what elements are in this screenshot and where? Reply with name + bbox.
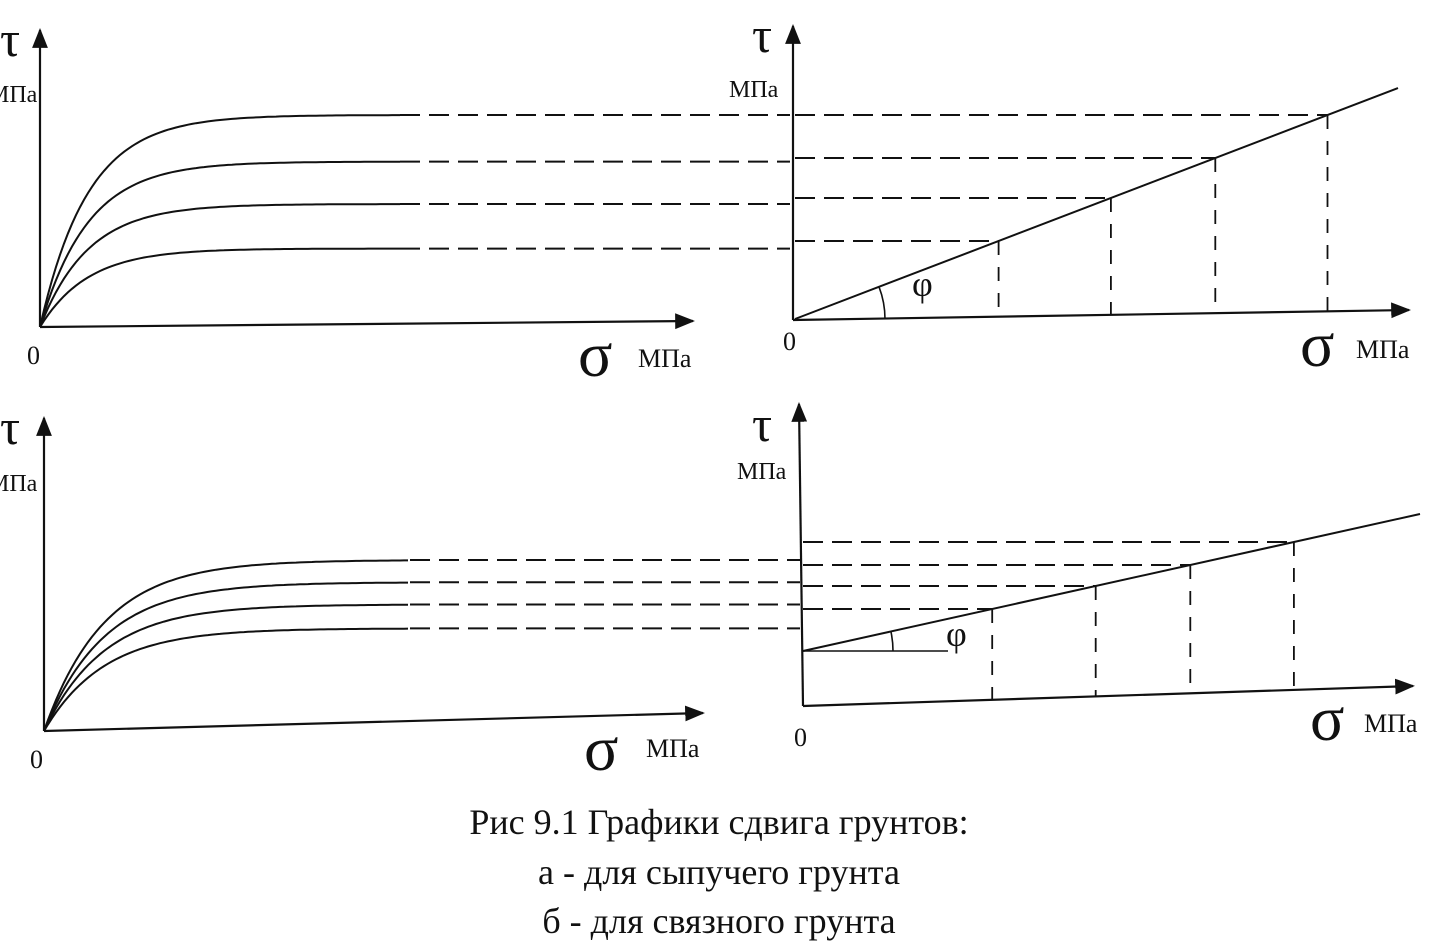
- origin-label: 0: [794, 723, 807, 752]
- envelope-line: [794, 87, 1399, 320]
- tau-unit-label: МПа: [737, 459, 787, 485]
- tau-axis: [791, 402, 808, 707]
- shear-curve-4: [43, 627, 409, 732]
- shear-curve-1: [43, 559, 408, 732]
- sigma-axis: [792, 302, 1411, 322]
- shear-envelope: [794, 87, 1399, 320]
- friction-angle-arc: [890, 631, 894, 652]
- tau-unit-label: МПа: [0, 82, 38, 108]
- sigma-symbol: σ: [584, 713, 619, 784]
- origin-label: 0: [30, 745, 43, 774]
- sigma-unit-label: МПа: [1364, 709, 1418, 738]
- shear-curve-1: [39, 114, 400, 328]
- tau-symbol: τ: [752, 7, 772, 63]
- shear-curve-4: [39, 247, 400, 328]
- sigma-symbol: σ: [1300, 309, 1335, 380]
- sigma-unit-label: МПа: [1356, 335, 1410, 364]
- shear-envelope: [802, 513, 1421, 700]
- panel-b-cohesive-soil-curves: τ МПа 0 σ МПа: [0, 399, 800, 784]
- friction-angle-arc: [878, 286, 886, 320]
- origin-label: 0: [783, 327, 796, 356]
- sigma-symbol: σ: [1310, 683, 1345, 754]
- sigma-axis: [39, 313, 695, 330]
- tau-symbol: τ: [752, 396, 772, 452]
- shear-curve-3: [43, 603, 408, 732]
- horizontal-dashed-guides: [400, 114, 790, 250]
- tau-symbol: τ: [0, 399, 20, 455]
- tau-symbol: τ: [0, 11, 20, 67]
- shear-curve-3: [39, 203, 400, 328]
- shear-curves: [39, 114, 400, 328]
- friction-angle-label: φ: [912, 264, 933, 304]
- sigma-axis: [802, 678, 1415, 708]
- panel-a-loose-soil-curves: τ МПа 0 σ МПа: [0, 11, 790, 390]
- panel-a-loose-soil-envelope: τ МПа 0 σ МПа φ: [729, 7, 1411, 380]
- shear-curve-2: [39, 160, 400, 328]
- origin-label: 0: [27, 341, 40, 370]
- figure-caption-cohesive-soil: б - для связного грунта: [542, 901, 896, 941]
- tau-unit-label: МПа: [0, 471, 38, 497]
- friction-angle-label: φ: [946, 614, 967, 654]
- horizontal-dashed-guides: [410, 559, 800, 630]
- sigma-unit-label: МПа: [638, 344, 692, 373]
- figure-caption-loose-soil: а - для сыпучего грунта: [538, 852, 900, 892]
- figure-caption-title: Рис 9.1 Графики сдвига грунтов:: [469, 802, 969, 842]
- sigma-unit-label: МПа: [646, 734, 700, 763]
- sigma-axis: [43, 705, 705, 733]
- shear-curve-2: [43, 581, 408, 732]
- sigma-symbol: σ: [578, 319, 613, 390]
- shear-curves: [43, 559, 409, 732]
- panel-b-cohesive-soil-envelope: τ МПа 0 σ МПа φ: [737, 396, 1421, 754]
- envelope-line: [802, 513, 1421, 652]
- tau-unit-label: МПа: [729, 77, 779, 103]
